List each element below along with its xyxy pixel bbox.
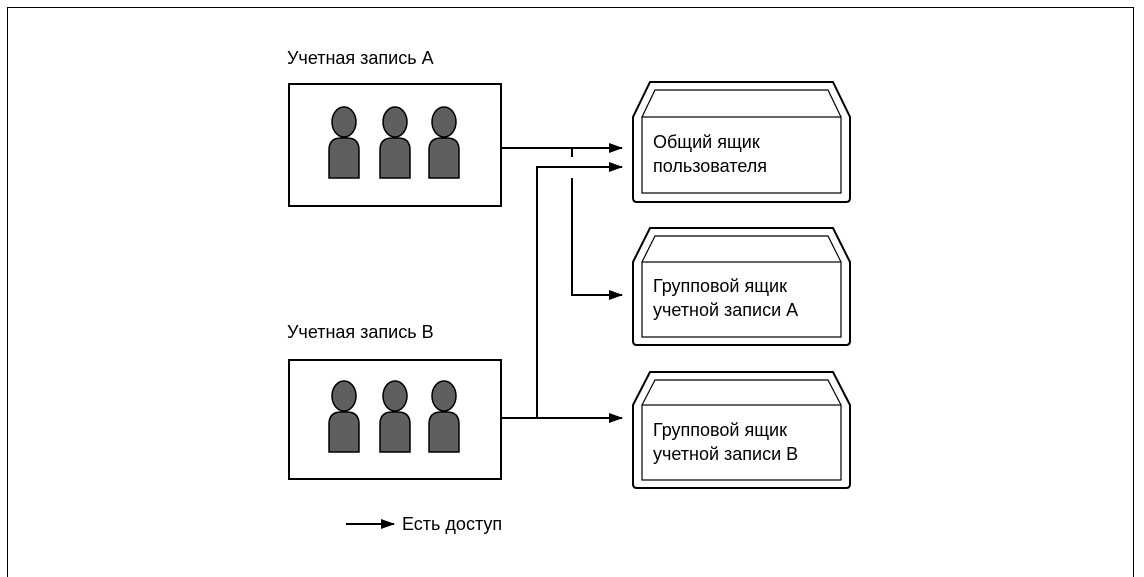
person-icon: [328, 380, 360, 453]
arrow-b-to-shared: [501, 162, 623, 419]
mailbox-group-a-label: Групповой ящик учетной записи A: [653, 274, 798, 322]
mailbox-shared-label: Общий ящик пользователя: [653, 130, 767, 178]
mailbox-group-b-line2: учетной записи B: [653, 444, 799, 464]
account-a-label: Учетная запись A: [287, 48, 434, 68]
legend-label: Есть доступ: [402, 514, 503, 534]
person-icon: [379, 380, 411, 453]
diagram-frame: [7, 7, 1134, 577]
mailbox-group-b: [632, 371, 851, 489]
person-icon: [428, 380, 460, 453]
mailbox-shared-line1: Общий ящик: [653, 132, 760, 152]
connectors: [346, 143, 623, 529]
account-a-box: [288, 83, 502, 207]
person-icon: [328, 106, 360, 179]
mailbox-group-b-line1: Групповой ящик: [653, 420, 787, 440]
mailbox-shared: [632, 81, 851, 203]
person-icon: [379, 106, 411, 179]
account-b-label: Учетная запись B: [287, 322, 434, 342]
mailbox-group-a-line1: Групповой ящик: [653, 276, 787, 296]
mailbox-group-a: [632, 227, 851, 346]
account-b-box: [288, 359, 502, 480]
mailbox-group-a-line2: учетной записи A: [653, 300, 799, 320]
mailbox-group-b-label: Групповой ящик учетной записи B: [653, 418, 798, 466]
person-icon: [428, 106, 460, 179]
arrow-a-to-group-a: [571, 178, 623, 300]
mailbox-shared-line2: пользователя: [653, 156, 767, 176]
